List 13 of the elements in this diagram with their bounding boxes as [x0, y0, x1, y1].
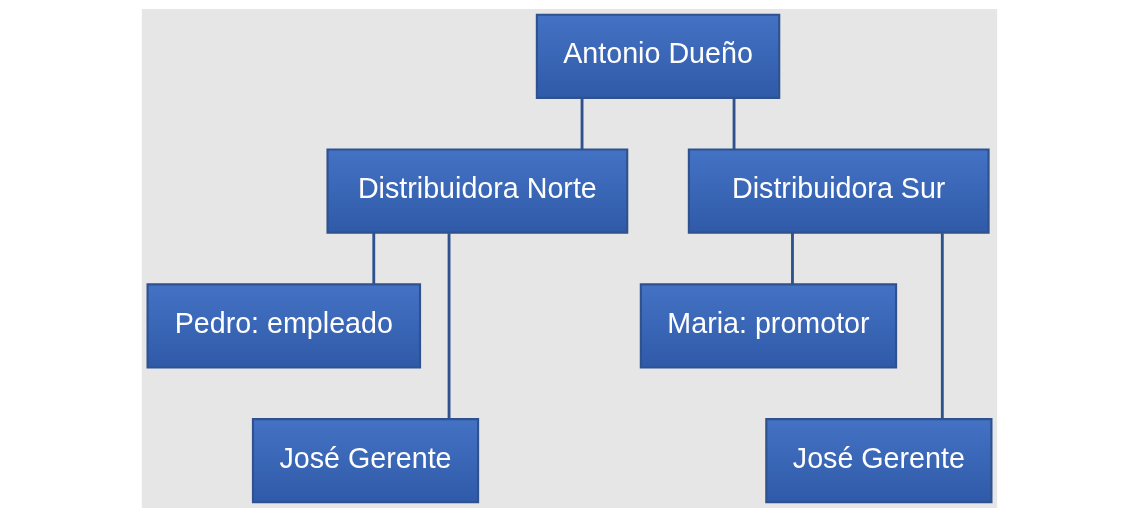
connector — [791, 232, 794, 284]
connector — [732, 97, 736, 149]
node-box: Pedro: empleado — [146, 282, 422, 369]
connector — [940, 232, 944, 419]
node-box: Distribuidora Sur — [687, 147, 990, 234]
node-box: José Gerente — [765, 417, 993, 503]
connector — [447, 232, 451, 419]
node-box: José Gerente — [251, 417, 480, 503]
node-box: Maria: promotor — [639, 282, 898, 369]
connector — [372, 232, 376, 284]
node-box: Distribuidora Norte — [326, 147, 629, 234]
connector — [580, 97, 584, 149]
node-box: Antonio Dueño — [535, 13, 781, 99]
